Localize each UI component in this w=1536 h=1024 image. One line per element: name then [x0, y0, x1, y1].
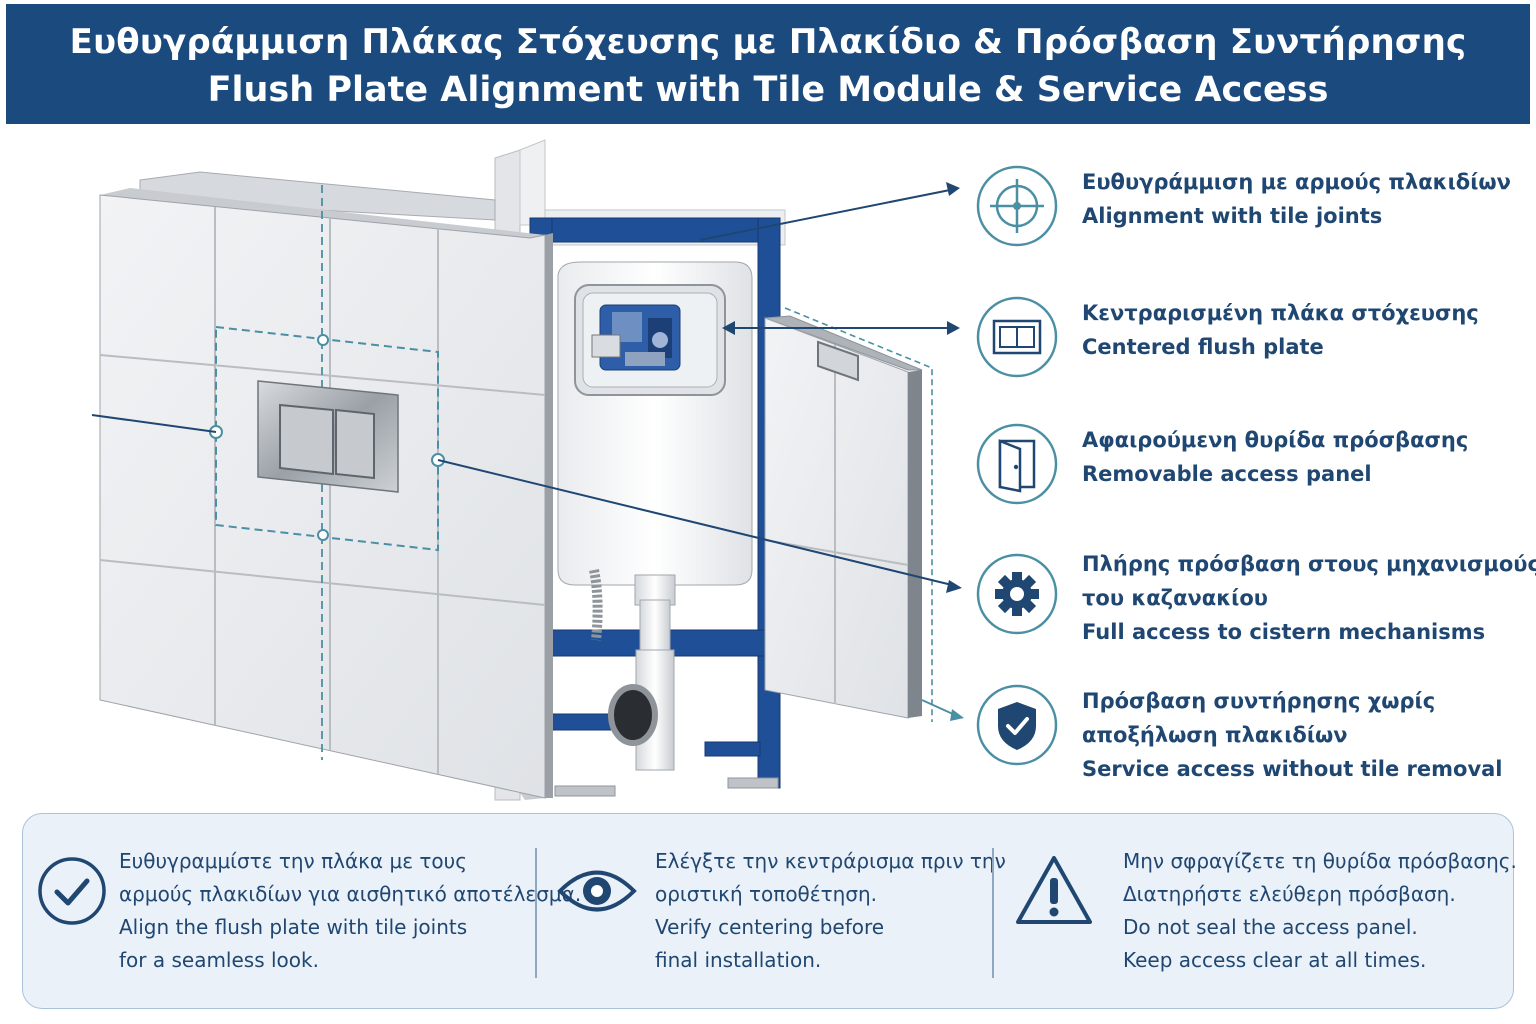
- feature-line: του καζανακίου: [1082, 586, 1268, 610]
- tip-line: Keep access clear at all times.: [1123, 948, 1427, 972]
- drain-pipes: [589, 569, 676, 771]
- installation-illustration: [91, 139, 964, 801]
- feature-centered-plate: Κεντραρισμένη πλάκα στόχευσης Centered f…: [976, 296, 1536, 386]
- access-panel: [764, 307, 933, 722]
- tip-verify: Ελέγξτε την κεντράρισμα πριν την οριστικ…: [538, 814, 1006, 1010]
- title-greek: Ευθυγράμμιση Πλάκας Στόχευσης με Πλακίδι…: [69, 22, 1467, 62]
- tip-line: Ευθυγραμμίστε την πλάκα με τους: [119, 849, 467, 873]
- feature-service-access: Πρόσβαση συντήρησης χωρίς αποξήλωση πλακ…: [976, 684, 1536, 794]
- feature-full-access: Πλήρης πρόσβαση στους μηχανισμούς του κα…: [976, 547, 1536, 657]
- feature-line: αποξήλωση πλακιδίων: [1082, 723, 1348, 747]
- tiled-wall: [99, 188, 553, 800]
- page-header: Ευθυγράμμιση Πλάκας Στόχευσης με Πλακίδι…: [6, 4, 1530, 124]
- tip-line: αρμούς πλακιδίων για αισθητικό αποτέλεσμ…: [119, 882, 582, 906]
- cistern: [557, 261, 753, 586]
- crosshair-icon: [976, 165, 1058, 247]
- feature-line: Αφαιρούμενη θυρίδα πρόσβασης: [1082, 428, 1469, 452]
- gear-icon: [976, 553, 1058, 635]
- tip-line: Align the flush plate with tile joints: [119, 915, 468, 939]
- tip-line: for a seamless look.: [119, 948, 319, 972]
- separator: [535, 848, 537, 978]
- flush-plate: [257, 380, 399, 493]
- tip-line: οριστική τοποθέτηση.: [655, 882, 878, 906]
- door-icon: [976, 423, 1058, 505]
- feature-line: Πλήρης πρόσβαση στους μηχανισμούς: [1082, 552, 1536, 576]
- feature-line: Service access without tile removal: [1082, 757, 1503, 781]
- feature-removable-panel: Αφαιρούμενη θυρίδα πρόσβασης Removable a…: [976, 423, 1536, 513]
- feature-line: Ευθυγράμμιση με αρμούς πλακιδίων: [1082, 170, 1511, 194]
- tips-panel: Ευθυγραμμίστε την πλάκα με τους αρμούς π…: [22, 813, 1517, 1010]
- tip-line: Do not seal the access panel.: [1123, 915, 1418, 939]
- tip-line: Ελέγξτε την κεντράρισμα πριν την: [655, 849, 1006, 873]
- feature-line: Κεντραρισμένη πλάκα στόχευσης: [1082, 301, 1479, 325]
- feature-line: Πρόσβαση συντήρησης χωρίς: [1082, 689, 1436, 713]
- feature-line: Alignment with tile joints: [1082, 204, 1383, 228]
- eye-icon: [557, 870, 637, 912]
- check-circle-icon: [38, 857, 106, 925]
- feature-line: Full access to cistern mechanisms: [1082, 620, 1486, 644]
- tip-align: Ευθυγραμμίστε την πλάκα με τους αρμούς π…: [23, 814, 581, 1010]
- feature-alignment: Ευθυγράμμιση με αρμούς πλακιδίων Alignme…: [976, 165, 1536, 255]
- tip-warning: Μην σφραγίζετε τη θυρίδα πρόσβασης. Διατ…: [995, 814, 1517, 1010]
- tip-line: Verify centering before: [655, 915, 885, 939]
- callout-arrows: [437, 182, 964, 721]
- tip-line: Διατηρήστε ελεύθερη πρόσβαση.: [1123, 882, 1456, 906]
- title-english: Flush Plate Alignment with Tile Module &…: [207, 70, 1329, 110]
- tip-line: Μην σφραγίζετε τη θυρίδα πρόσβασης.: [1123, 849, 1517, 873]
- feature-line: Centered flush plate: [1082, 335, 1324, 359]
- flush-plate-icon: [976, 296, 1058, 378]
- feature-line: Removable access panel: [1082, 462, 1372, 486]
- tip-line: final installation.: [655, 948, 822, 972]
- warning-icon: [1016, 856, 1092, 924]
- shield-check-icon: [976, 684, 1058, 766]
- separator: [992, 848, 994, 978]
